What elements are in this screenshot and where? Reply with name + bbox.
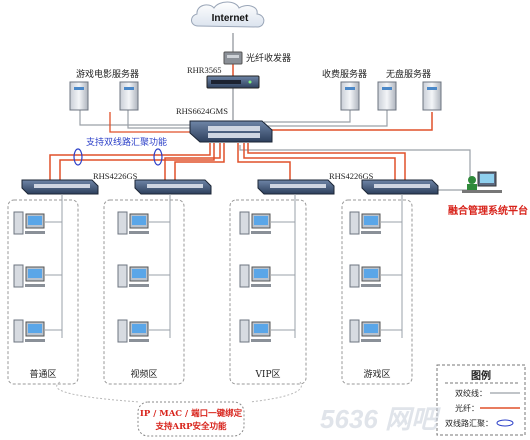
zone-label: 游戏区 <box>363 368 390 380</box>
client-pc-icon <box>349 264 402 288</box>
access-switch-icon <box>134 179 212 195</box>
server-icon <box>119 81 139 111</box>
legend-item: 光纤： <box>455 403 479 413</box>
client-pc-icon <box>117 319 170 343</box>
client-pc-icon <box>239 319 295 343</box>
aggregation-ellipse-left <box>73 148 83 166</box>
aggregation-note: 支持双线路汇聚功能 <box>86 136 167 148</box>
management-workstation-icon <box>462 171 502 193</box>
core-switch-icon <box>189 120 273 143</box>
zone-label: 视频区 <box>130 368 157 380</box>
client-pc-icon <box>349 211 402 235</box>
server-group-left-label: 游戏电影服务器 <box>76 68 139 80</box>
router-icon <box>206 75 260 89</box>
core-switch-model-label: RHS6624GMS <box>176 106 228 116</box>
server-icon <box>422 81 442 111</box>
server-icon <box>377 81 397 111</box>
access-switch-right-label: RHS4226GS <box>329 171 374 181</box>
zone-boxes <box>7 199 413 385</box>
client-pc-icon <box>13 211 62 235</box>
legend-aggregation-swatch <box>496 419 514 427</box>
client-pc-icon <box>117 211 170 235</box>
server-group-mid-label: 收费服务器 <box>322 68 367 80</box>
legend-item: 双绞线： <box>455 388 487 398</box>
internet-label: Internet <box>212 13 249 24</box>
aggregation-ellipse-right <box>153 148 163 166</box>
access-switch-icon <box>257 179 335 195</box>
internet-cloud-icon <box>191 1 265 28</box>
optical-transceiver-icon <box>223 51 243 65</box>
legend-item: 双线路汇聚： <box>445 418 493 428</box>
security-note-box <box>56 381 302 437</box>
management-platform-label: 融合管理系统平台 <box>448 204 528 217</box>
access-switch-icon <box>361 179 439 195</box>
access-switch-icon <box>21 179 99 195</box>
client-pc-icon <box>13 319 62 343</box>
network-links <box>49 33 471 191</box>
optical-transceiver-label: 光纤收发器 <box>246 52 291 64</box>
legend <box>436 364 526 436</box>
client-pc-icon <box>349 319 402 343</box>
client-pc-icon <box>239 264 295 288</box>
server-group-right-label: 无盘服务器 <box>386 68 431 80</box>
server-icon <box>69 81 89 111</box>
security-note-line2: 支持ARP安全功能 <box>154 421 227 432</box>
server-icon <box>340 81 360 111</box>
access-switch-left-label: RHS4226GS <box>93 171 138 181</box>
client-pc-icon <box>239 211 295 235</box>
security-note-line1: IP / MAC / 端口一键绑定 <box>140 408 243 419</box>
watermark: 5636 网吧 <box>320 404 441 434</box>
client-pc-icon <box>117 264 170 288</box>
zone-label: VIP区 <box>254 369 280 380</box>
zone-label: 普通区 <box>29 368 56 380</box>
router-model-label: RHR3565 <box>187 65 221 75</box>
zone-pcs <box>13 194 403 343</box>
client-pc-icon <box>13 264 62 288</box>
legend-title: 图例 <box>471 369 491 382</box>
